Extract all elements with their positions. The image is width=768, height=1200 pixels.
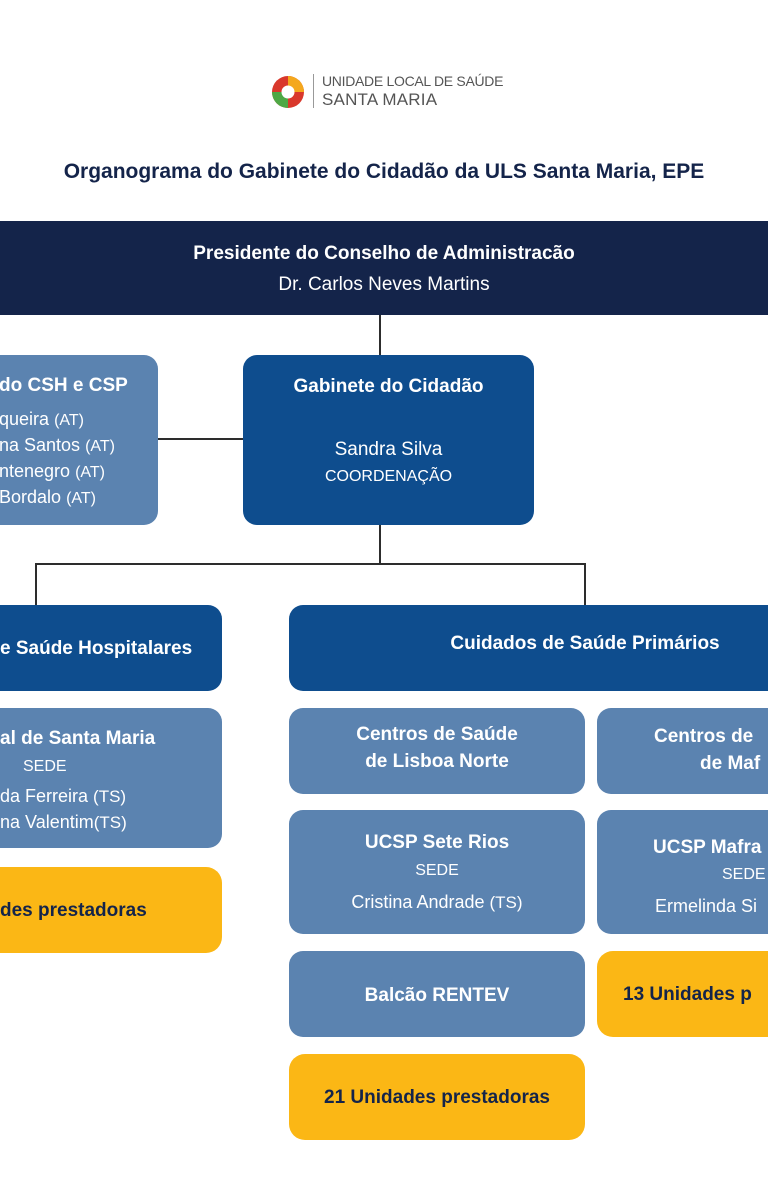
ucsp-mafra-person: Ermelinda Si (655, 896, 758, 916)
team-title: do CSH e CSP (0, 375, 128, 396)
lisboa-units: 21 Unidades prestadoras (324, 1087, 550, 1108)
hospitalares-title: e Saúde Hospitalares (0, 638, 193, 659)
ucsp-sete-rios-sub: SEDE (415, 862, 459, 879)
hospital-sub: SEDE (23, 758, 67, 775)
connector-left-gabinete (158, 438, 243, 440)
logo-line2: SANTA MARIA (322, 90, 438, 109)
hospital-box: al de Santa Maria SEDE da Ferreira (TS) … (0, 708, 222, 848)
mafra-units: 13 Unidades p (623, 984, 752, 1005)
hospitalares-units-box: des prestadoras (0, 867, 222, 953)
balcao-rentev-box: Balcão RENTEV (289, 951, 585, 1037)
team-member-2: na Santos (AT) (0, 435, 115, 455)
team-member-1: queira (AT) (0, 409, 84, 429)
connector-to-hospitalares (35, 563, 37, 605)
ucsp-sete-rios-box: UCSP Sete Rios SEDE Cristina Andrade (TS… (289, 810, 585, 934)
logo-line1: UNIDADE LOCAL DE SAÚDE (322, 73, 504, 89)
team-member-4: Bordalo (AT) (0, 487, 96, 507)
lisboa-title-2: de Lisboa Norte (365, 751, 509, 772)
ucsp-mafra-box: UCSP Mafra SEDE Ermelinda Si (597, 810, 768, 934)
team-member-3: ntenegro (AT) (0, 461, 105, 481)
gabinete-role: COORDENAÇÃO (324, 468, 453, 485)
page-title: Organograma do Gabinete do Cidadão da UL… (63, 160, 705, 183)
logo: UNIDADE LOCAL DE SAÚDE SANTA MARIA (270, 72, 504, 112)
hospitalares-units: des prestadoras (0, 900, 147, 921)
hospitalares-box: e Saúde Hospitalares (0, 605, 222, 691)
balcao-rentev-label: Balcão RENTEV (364, 985, 510, 1006)
primarios-box: Cuidados de Saúde Primários (289, 605, 768, 691)
president-box: Presidente do Conselho de Administracão … (0, 221, 768, 315)
president-name: Dr. Carlos Neves Martins (278, 274, 490, 295)
connector-president-gabinete (379, 315, 381, 355)
uls-logo-icon (272, 76, 304, 108)
connector-gabinete-down (379, 525, 381, 565)
lisboa-units-box: 21 Unidades prestadoras (289, 1054, 585, 1140)
mafra-title-2: de Maf (700, 753, 761, 774)
connector-to-primarios (584, 563, 586, 605)
logo-divider (313, 74, 314, 108)
mafra-title-1: Centros de (654, 726, 754, 747)
connector-horizontal (35, 563, 586, 565)
primarios-title: Cuidados de Saúde Primários (450, 633, 720, 654)
mafra-units-box: 13 Unidades p (597, 951, 768, 1037)
mafra-box: Centros de de Maf (597, 708, 768, 794)
president-role: Presidente do Conselho de Administracão (193, 243, 575, 264)
hospital-person-2: na Valentim(TS) (0, 812, 127, 832)
lisboa-box: Centros de Saúde de Lisboa Norte (289, 708, 585, 794)
gabinete-title: Gabinete do Cidadão (293, 376, 484, 397)
ucsp-mafra-sub: SEDE (722, 866, 766, 883)
hospital-title: al de Santa Maria (0, 728, 156, 749)
ucsp-sete-rios-title: UCSP Sete Rios (364, 832, 510, 853)
ucsp-mafra-title: UCSP Mafra (653, 837, 762, 858)
gabinete-name: Sandra Silva (334, 439, 443, 460)
ucsp-sete-rios-person: Cristina Andrade (TS) (351, 892, 523, 912)
hospital-person-1: da Ferreira (TS) (0, 786, 127, 806)
gabinete-box: Gabinete do Cidadão Sandra Silva COORDEN… (243, 355, 534, 525)
lisboa-title-1: Centros de Saúde (356, 724, 518, 745)
team-box: do CSH e CSP queira (AT) na Santos (AT) … (0, 355, 158, 525)
